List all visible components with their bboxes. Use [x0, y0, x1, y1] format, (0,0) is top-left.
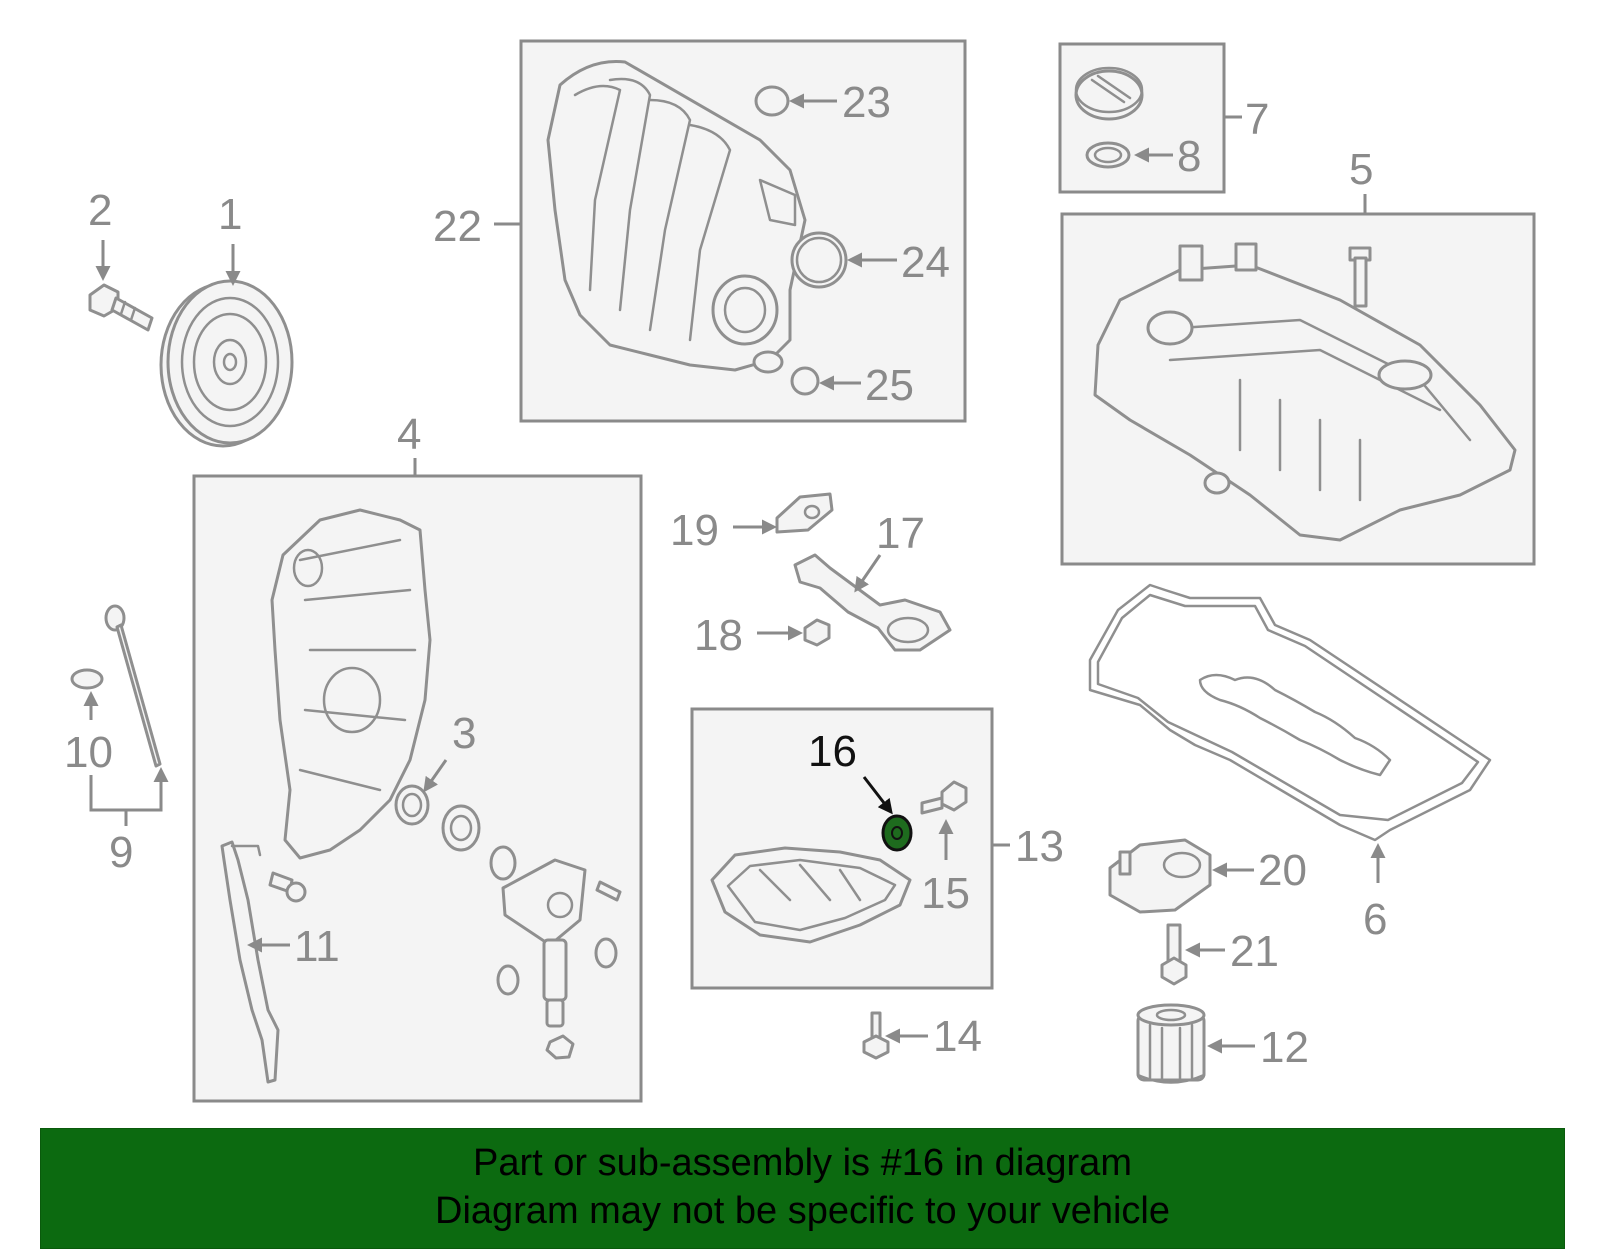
crank-seal	[394, 784, 430, 826]
dipstick-tube	[220, 840, 280, 1084]
oil-pump-components	[268, 804, 622, 1060]
dipstick	[104, 604, 162, 768]
oil-pan-bolt	[862, 1011, 890, 1060]
gasket-23	[754, 85, 790, 117]
dipstick-seal	[70, 668, 104, 690]
info-banner: Part or sub-assembly is #16 in diagram D…	[40, 1128, 1565, 1249]
callout-1: 1	[218, 190, 242, 239]
banner-line-1: Part or sub-assembly is #16 in diagram	[473, 1142, 1132, 1184]
callout-21: 21	[1230, 927, 1279, 976]
leader-16	[862, 776, 893, 815]
crankshaft-pulley	[159, 279, 294, 448]
oil-filler-cap	[1074, 66, 1144, 121]
gasket-25	[790, 366, 820, 396]
callout-20: 20	[1258, 846, 1307, 895]
callout-19: 19	[670, 506, 719, 555]
oil-cap-box	[1058, 42, 1226, 194]
crank-seal-inner	[401, 792, 423, 818]
valve-cover-gasket	[1088, 583, 1492, 842]
valve-cover	[1093, 242, 1517, 542]
callout-5: 5	[1349, 145, 1373, 194]
valve-cover-grommet	[1203, 471, 1231, 495]
gasket-24-inner	[795, 236, 843, 284]
pulley-bolt	[88, 283, 154, 332]
oil-pan	[710, 846, 912, 944]
intake-manifold	[546, 59, 807, 374]
gasket-24	[790, 231, 848, 289]
oil-filter	[1136, 1003, 1206, 1084]
filter-housing-bolt	[1160, 923, 1188, 986]
callout-7: 7	[1245, 95, 1269, 144]
callout-11: 11	[294, 922, 340, 971]
callout-6: 6	[1363, 895, 1387, 944]
callout-10: 10	[64, 728, 113, 777]
leader-3	[423, 759, 448, 793]
callout-23: 23	[842, 78, 891, 127]
cap-seal-inner	[1093, 146, 1123, 164]
timing-cover	[270, 508, 432, 860]
banner-line-2: Diagram may not be specific to your vehi…	[435, 1190, 1170, 1232]
callout-24: 24	[901, 238, 950, 287]
callout-16: 16	[808, 727, 857, 776]
callout-17: 17	[876, 509, 925, 558]
callout-12: 12	[1260, 1023, 1309, 1072]
callout-22: 22	[433, 202, 482, 251]
gasket-hole	[803, 504, 821, 520]
callout-18: 18	[694, 611, 743, 660]
leader-17	[854, 554, 882, 593]
drain-plug-gasket-highlighted	[881, 814, 913, 852]
callout-25: 25	[865, 361, 914, 410]
callout-15: 15	[921, 869, 970, 918]
leader-9	[89, 774, 163, 826]
callout-9: 9	[109, 828, 133, 877]
oil-pan-box	[690, 707, 994, 990]
dipstick-tube-bracket	[230, 844, 262, 857]
drain-plug	[920, 780, 968, 815]
callout-8: 8	[1177, 132, 1201, 181]
cap-seal	[1085, 141, 1131, 169]
oil-strainer	[793, 553, 952, 652]
callout-14: 14	[933, 1012, 982, 1061]
callout-4: 4	[397, 410, 421, 459]
callout-3: 3	[452, 709, 476, 758]
valve-cover-bolt	[1348, 246, 1372, 308]
oil-filter-housing	[1108, 838, 1212, 914]
callout-2: 2	[88, 186, 112, 235]
callout-13: 13	[1015, 822, 1064, 871]
strainer-bolt	[803, 618, 831, 647]
